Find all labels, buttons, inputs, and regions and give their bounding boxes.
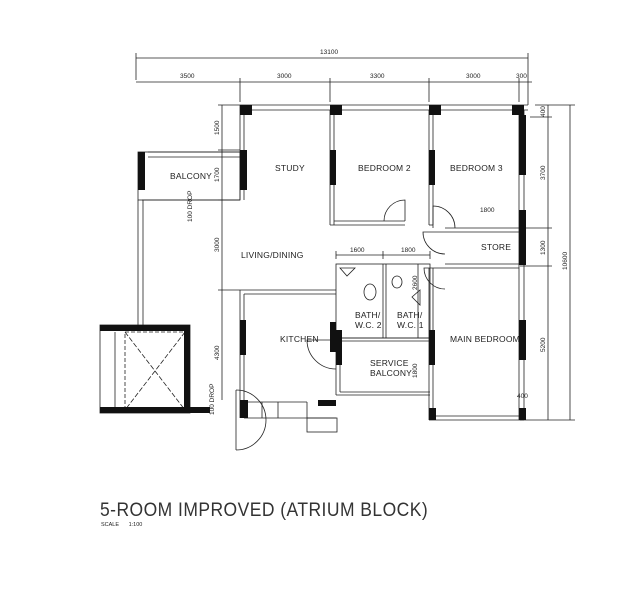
dim-overall-depth: 10600 [562,252,569,270]
dim-bath-2-width: 1600 [350,247,365,254]
room-label-bath-1-sub: W.C. 1 [397,320,424,330]
dim-top-1: 3500 [180,73,195,80]
dim-entry-drop: 100 DROP [209,384,216,415]
room-label-bedroom-2: BEDROOM 2 [358,163,411,173]
dim-overall-width: 13100 [320,49,338,56]
plan-scale: SCALE 1:100 [101,522,150,528]
scale-value: 1:100 [128,522,143,528]
dim-right-1: 400 [540,106,547,117]
room-label-study: STUDY [275,163,305,173]
room-label-store: STORE [481,242,511,252]
dim-balcony-drop: 100 DROP [187,191,194,222]
room-label-service-balcony: SERVICE [370,358,409,368]
dim-top-3: 3300 [370,73,385,80]
room-label-balcony: BALCONY [170,171,212,181]
room-label-bath-2-sub: W.C. 2 [355,320,382,330]
plan-title: 5-ROOM IMPROVED (ATRIUM BLOCK) [100,500,429,521]
dim-bath-1-depth: 2600 [412,275,419,290]
dim-bath-1-width: 1800 [401,247,416,254]
dim-top-2: 3000 [277,73,292,80]
dim-left-3: 3000 [214,237,221,252]
room-label-bath-1: BATH/ [397,310,423,320]
dim-top-4: 3000 [466,73,481,80]
dim-store-width: 1800 [480,207,495,214]
room-label-bedroom-3: BEDROOM 3 [450,163,503,173]
dim-left-2: 1700 [214,167,221,182]
dim-right-3: 1300 [540,240,547,255]
room-label-main-bedroom: MAIN BEDROOM [450,334,520,344]
room-label-bath-2: BATH/ [355,310,381,320]
dim-main-bedroom-ledge: 400 [517,393,528,400]
dim-service-balcony-depth: 1800 [412,363,419,378]
dim-right-2: 3700 [540,165,547,180]
dim-left-1: 1500 [214,120,221,135]
room-label-living-dining: LIVING/DINING [241,250,304,260]
dim-right-4: 5200 [540,337,547,352]
scale-label: SCALE [101,522,120,528]
dim-top-5: 300 [516,73,527,80]
dim-left-4: 4300 [214,345,221,360]
room-label-kitchen: KITCHEN [280,334,319,344]
room-label-service-balcony-sub: BALCONY [370,368,412,378]
